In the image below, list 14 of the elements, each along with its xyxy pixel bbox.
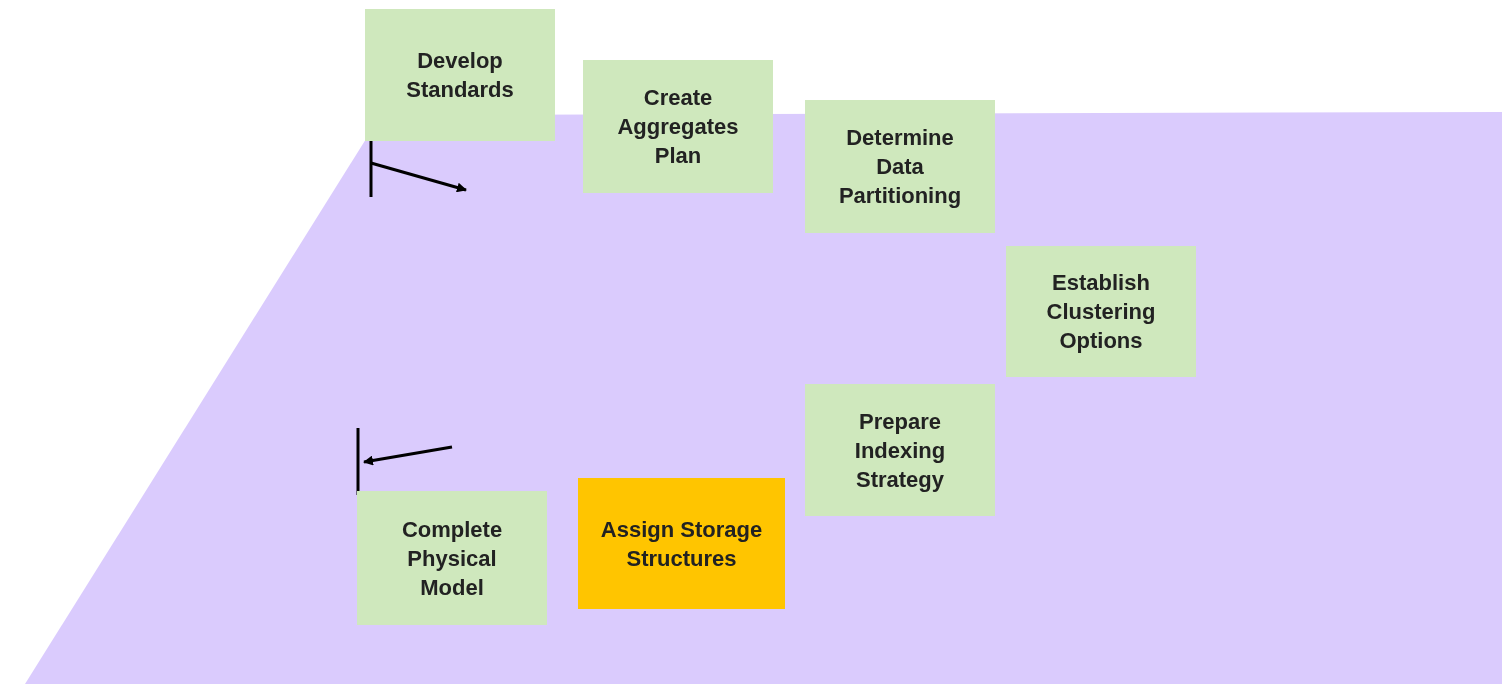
step-label: Determine Data Partitioning <box>837 124 963 210</box>
process-box <box>365 9 555 141</box>
process-box <box>805 384 995 516</box>
step-label: Create Aggregates Plan <box>616 84 740 170</box>
step-label: Complete Physical Model <box>400 515 504 602</box>
process-box <box>357 491 547 625</box>
step-label: Assign Storage Structures <box>600 515 763 573</box>
step-label: Develop Standards <box>405 47 515 104</box>
process-box <box>805 100 995 233</box>
step-label: Prepare Indexing Strategy <box>853 407 947 494</box>
process-box <box>583 60 773 193</box>
process-box <box>578 478 785 609</box>
step-label: Establish Clustering Options <box>1045 269 1157 355</box>
process-box <box>1006 246 1196 377</box>
